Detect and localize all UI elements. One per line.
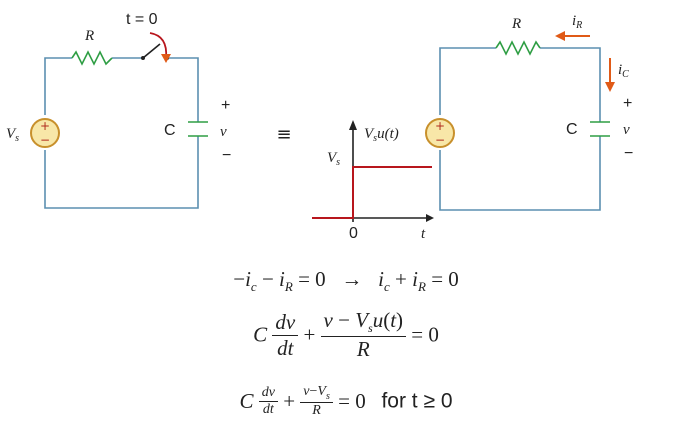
left-resistor (71, 50, 113, 66)
current-c-label: iC (618, 62, 629, 80)
equation-line-1: −ic − iR = 0 → ic + iR = 0 (233, 267, 459, 295)
left-source-label: Vs (6, 126, 19, 144)
right-circuit: R iR iC + − C + v − (425, 13, 633, 211)
right-resistor (495, 40, 541, 56)
step-function-line (312, 166, 432, 219)
current-r-arrow-icon (555, 31, 565, 41)
circuit-diagram: R t = 0 + − Vs C + v − ≡ Vsu(t) V (6, 11, 633, 242)
equation-condition: for t ≥ 0 (381, 389, 453, 413)
step-axis-label: t (421, 226, 426, 242)
step-origin-label: 0 (349, 225, 358, 242)
svg-text:−: − (40, 133, 50, 147)
step-input-graph: Vsu(t) Vs 0 t (312, 120, 434, 242)
right-voltage-plus: + (623, 95, 632, 112)
left-source-icon (30, 118, 60, 148)
right-source-icon (425, 118, 455, 148)
right-resistor-label: R (511, 16, 521, 32)
left-voltage-plus: + (221, 97, 230, 114)
left-resistor-label: R (84, 28, 94, 44)
current-c-arrow-icon (605, 82, 615, 92)
left-voltage-label: v (220, 124, 227, 140)
left-voltage-minus: − (222, 147, 231, 164)
step-level-label: Vs (327, 150, 340, 168)
svg-text:+: + (40, 119, 50, 133)
right-capacitor-label: C (566, 121, 578, 138)
switch-blade (142, 43, 161, 59)
right-voltage-label: v (623, 122, 630, 138)
step-function-label: Vsu(t) (364, 126, 399, 144)
left-circuit: R t = 0 + − Vs C + v − (6, 11, 231, 209)
svg-text:+: + (435, 119, 445, 133)
equivalence-symbol: ≡ (276, 124, 291, 145)
svg-text:−: − (435, 133, 445, 147)
switch-label: t = 0 (126, 11, 158, 28)
left-capacitor-label: C (164, 122, 176, 139)
right-voltage-minus: − (624, 145, 633, 162)
current-r-label: iR (572, 13, 582, 31)
